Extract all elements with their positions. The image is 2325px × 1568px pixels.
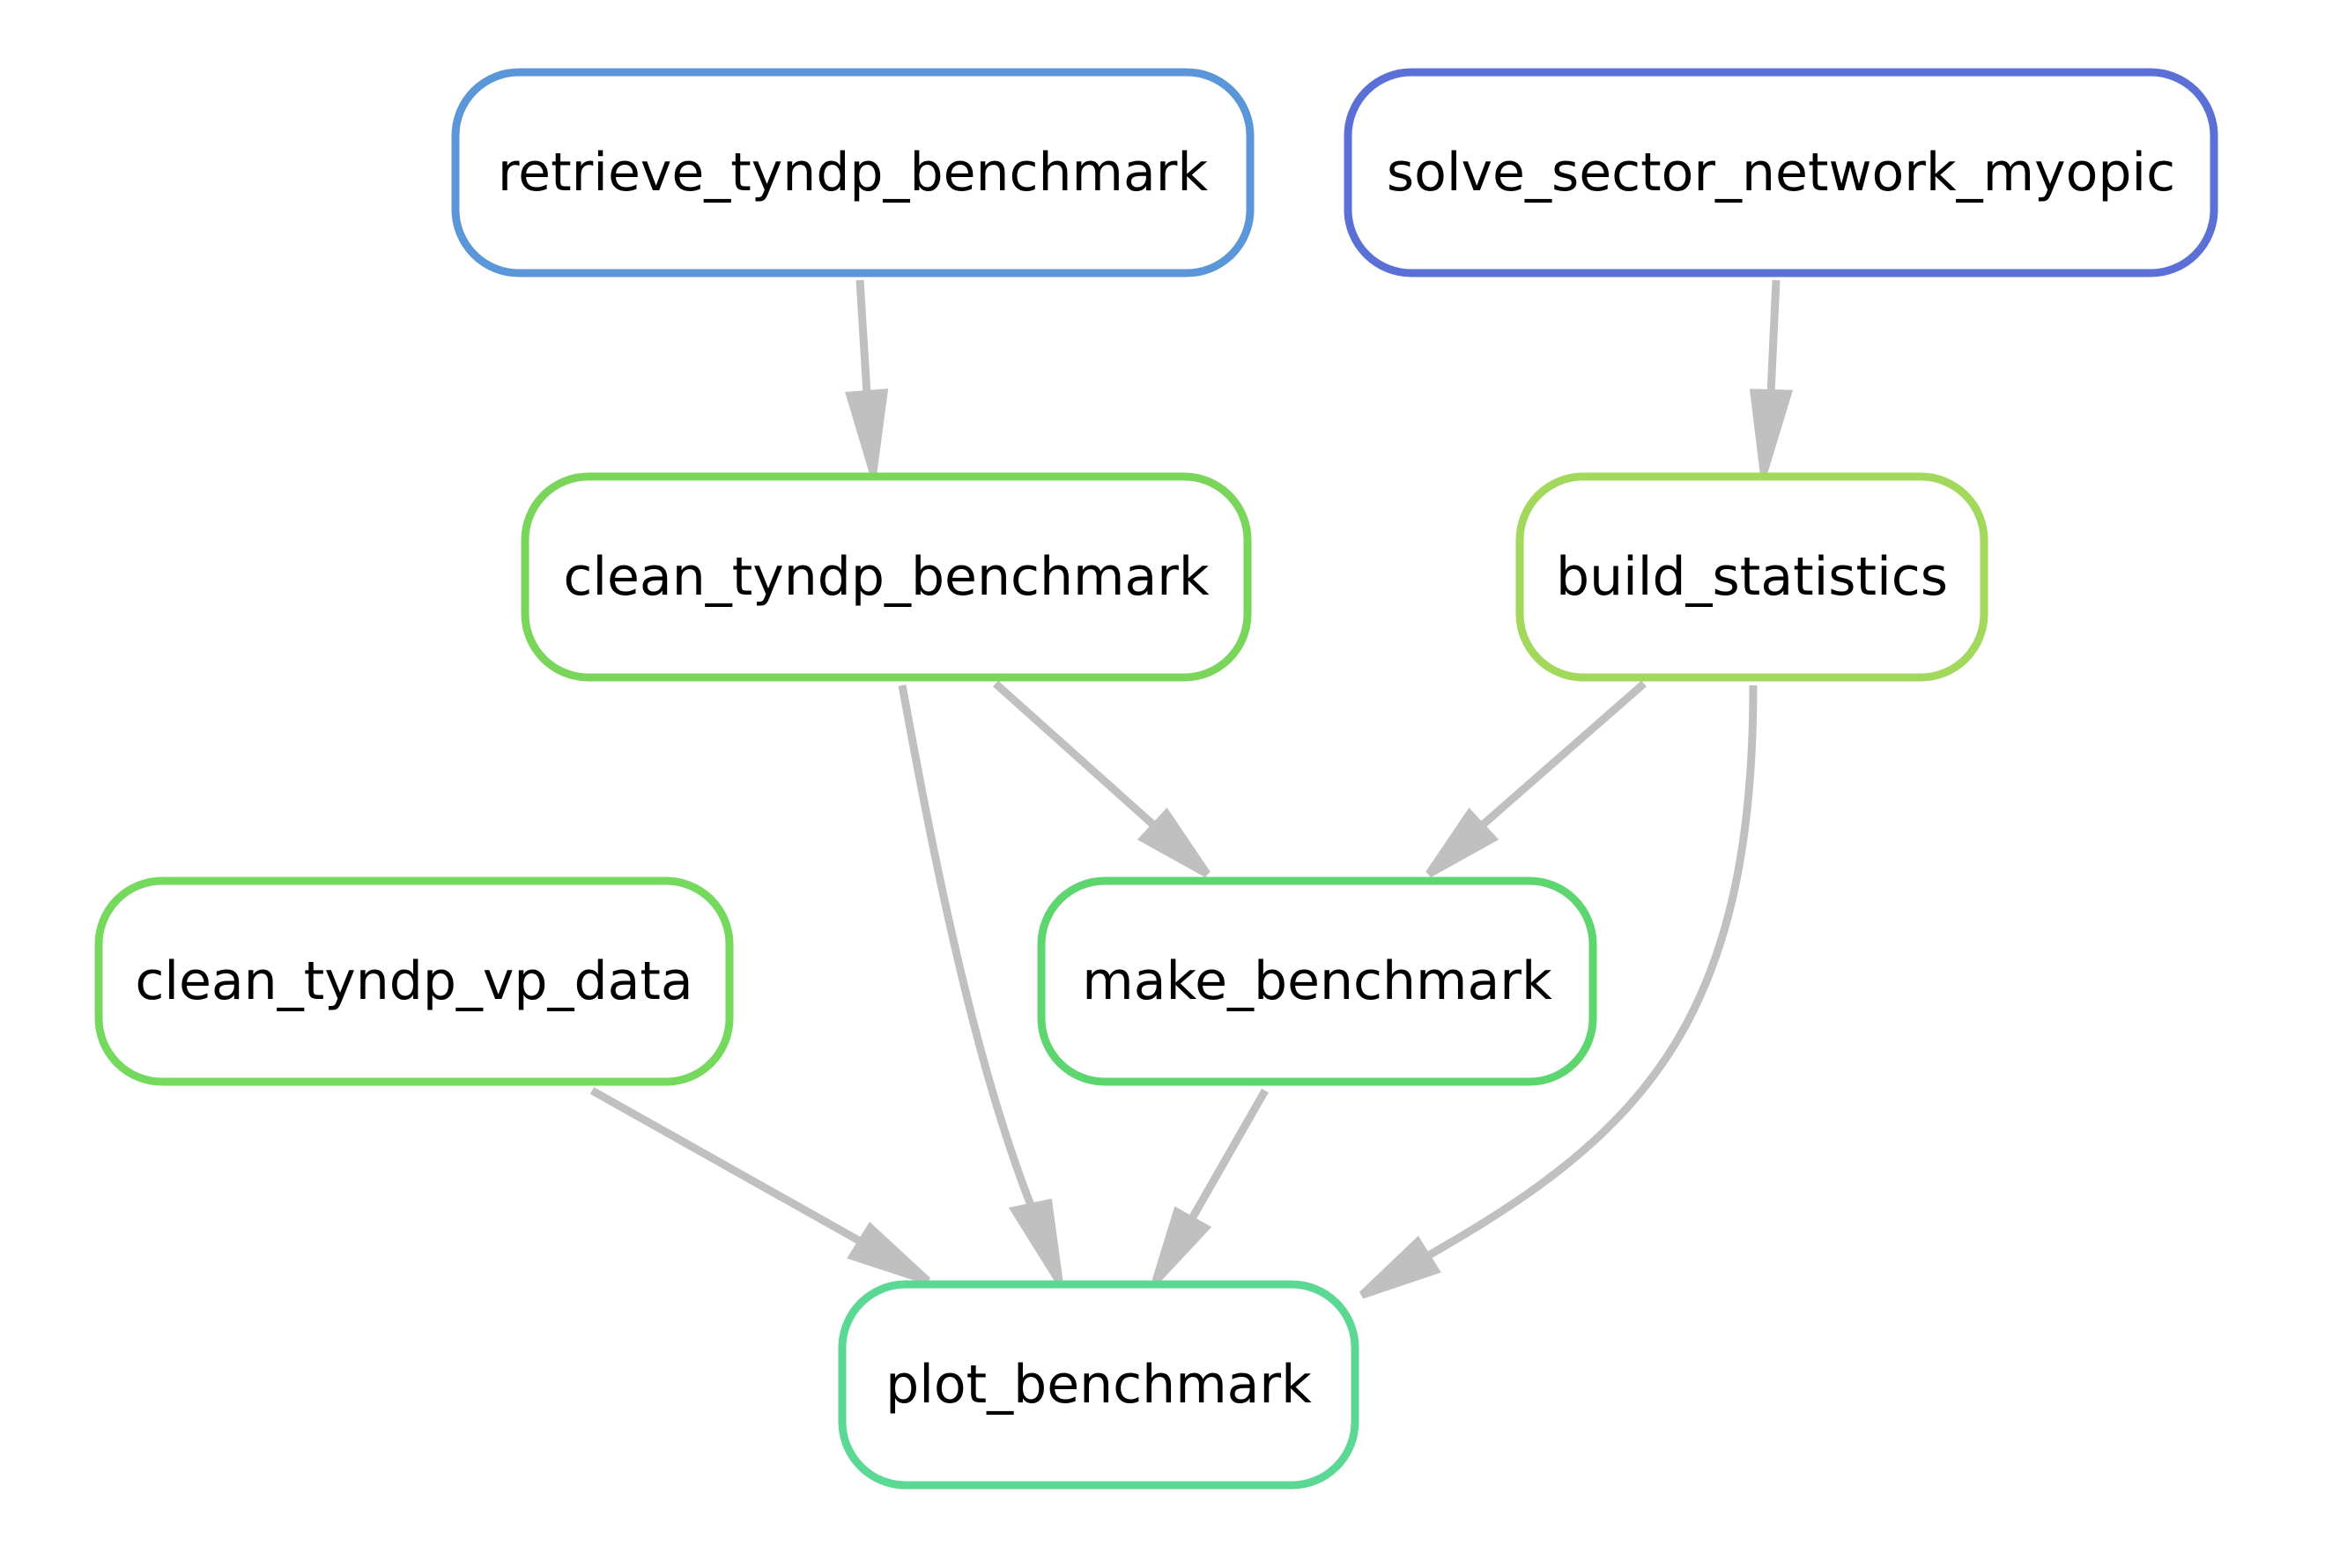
node-box — [1515, 472, 1988, 682]
edge-arrowhead — [1749, 388, 1794, 474]
edge-clean_tyndp_benchmark-to-plot_benchmark — [898, 684, 1063, 1283]
edge-clean_tyndp_benchmark-to-make_benchmark — [992, 680, 1211, 877]
node-make_benchmark[interactable]: make_benchmark — [1037, 876, 1597, 1086]
node-box — [838, 1280, 1359, 1490]
edge-retrieve_tyndp_benchmark-to-clean_tyndp_benchmark — [845, 279, 889, 474]
edge-make_benchmark-to-plot_benchmark — [1151, 1088, 1269, 1284]
edge-line — [589, 1087, 864, 1246]
edge-solve_sector_network_myopic-to-build_statistics — [1749, 279, 1794, 474]
node-label: clean_tyndp_vp_data — [135, 950, 692, 1012]
node-label: make_benchmark — [1082, 950, 1552, 1012]
node-box — [1344, 68, 2218, 277]
edge-arrowhead — [1359, 1235, 1441, 1299]
node-label: build_statistics — [1556, 546, 1948, 608]
edge-arrowhead — [1137, 807, 1211, 877]
node-clean_tyndp_vp_data[interactable]: clean_tyndp_vp_data — [94, 876, 734, 1086]
node-label: clean_tyndp_benchmark — [563, 546, 1210, 608]
edge-line — [855, 279, 871, 395]
edge-clean_tyndp_vp_data-to-plot_benchmark — [589, 1087, 931, 1285]
node-box — [94, 876, 734, 1086]
edge-arrowhead — [1425, 807, 1499, 877]
node-solve_sector_network_myopic[interactable]: solve_sector_network_myopic — [1344, 68, 2218, 277]
edge-build_statistics-to-plot_benchmark — [1359, 684, 1758, 1299]
node-box — [521, 472, 1252, 682]
edge-arrowhead — [845, 388, 889, 474]
node-label: plot_benchmark — [885, 1354, 1312, 1416]
edge-arrowhead — [847, 1222, 931, 1285]
node-box — [451, 68, 1255, 277]
edges-layer — [589, 279, 1794, 1299]
node-label: retrieve_tyndp_benchmark — [498, 142, 1209, 203]
edge-line — [1425, 684, 1758, 1260]
edge-line — [1478, 680, 1647, 830]
node-retrieve_tyndp_benchmark[interactable]: retrieve_tyndp_benchmark — [451, 68, 1255, 277]
node-clean_tyndp_benchmark[interactable]: clean_tyndp_benchmark — [521, 472, 1252, 682]
edge-line — [898, 684, 1035, 1207]
node-box — [1037, 876, 1597, 1086]
node-build_statistics[interactable]: build_statistics — [1515, 472, 1988, 682]
edge-arrowhead — [1008, 1198, 1063, 1283]
node-plot_benchmark[interactable]: plot_benchmark — [838, 1280, 1359, 1490]
edge-line — [1188, 1088, 1269, 1223]
edge-line — [992, 680, 1159, 830]
edge-arrowhead — [1151, 1206, 1212, 1284]
node-label: solve_sector_network_myopic — [1387, 142, 2175, 203]
nodes-layer: retrieve_tyndp_benchmark solve_sector_net… — [94, 68, 2218, 1490]
edge-build_statistics-to-make_benchmark — [1425, 680, 1647, 877]
edge-line — [1766, 279, 1781, 395]
